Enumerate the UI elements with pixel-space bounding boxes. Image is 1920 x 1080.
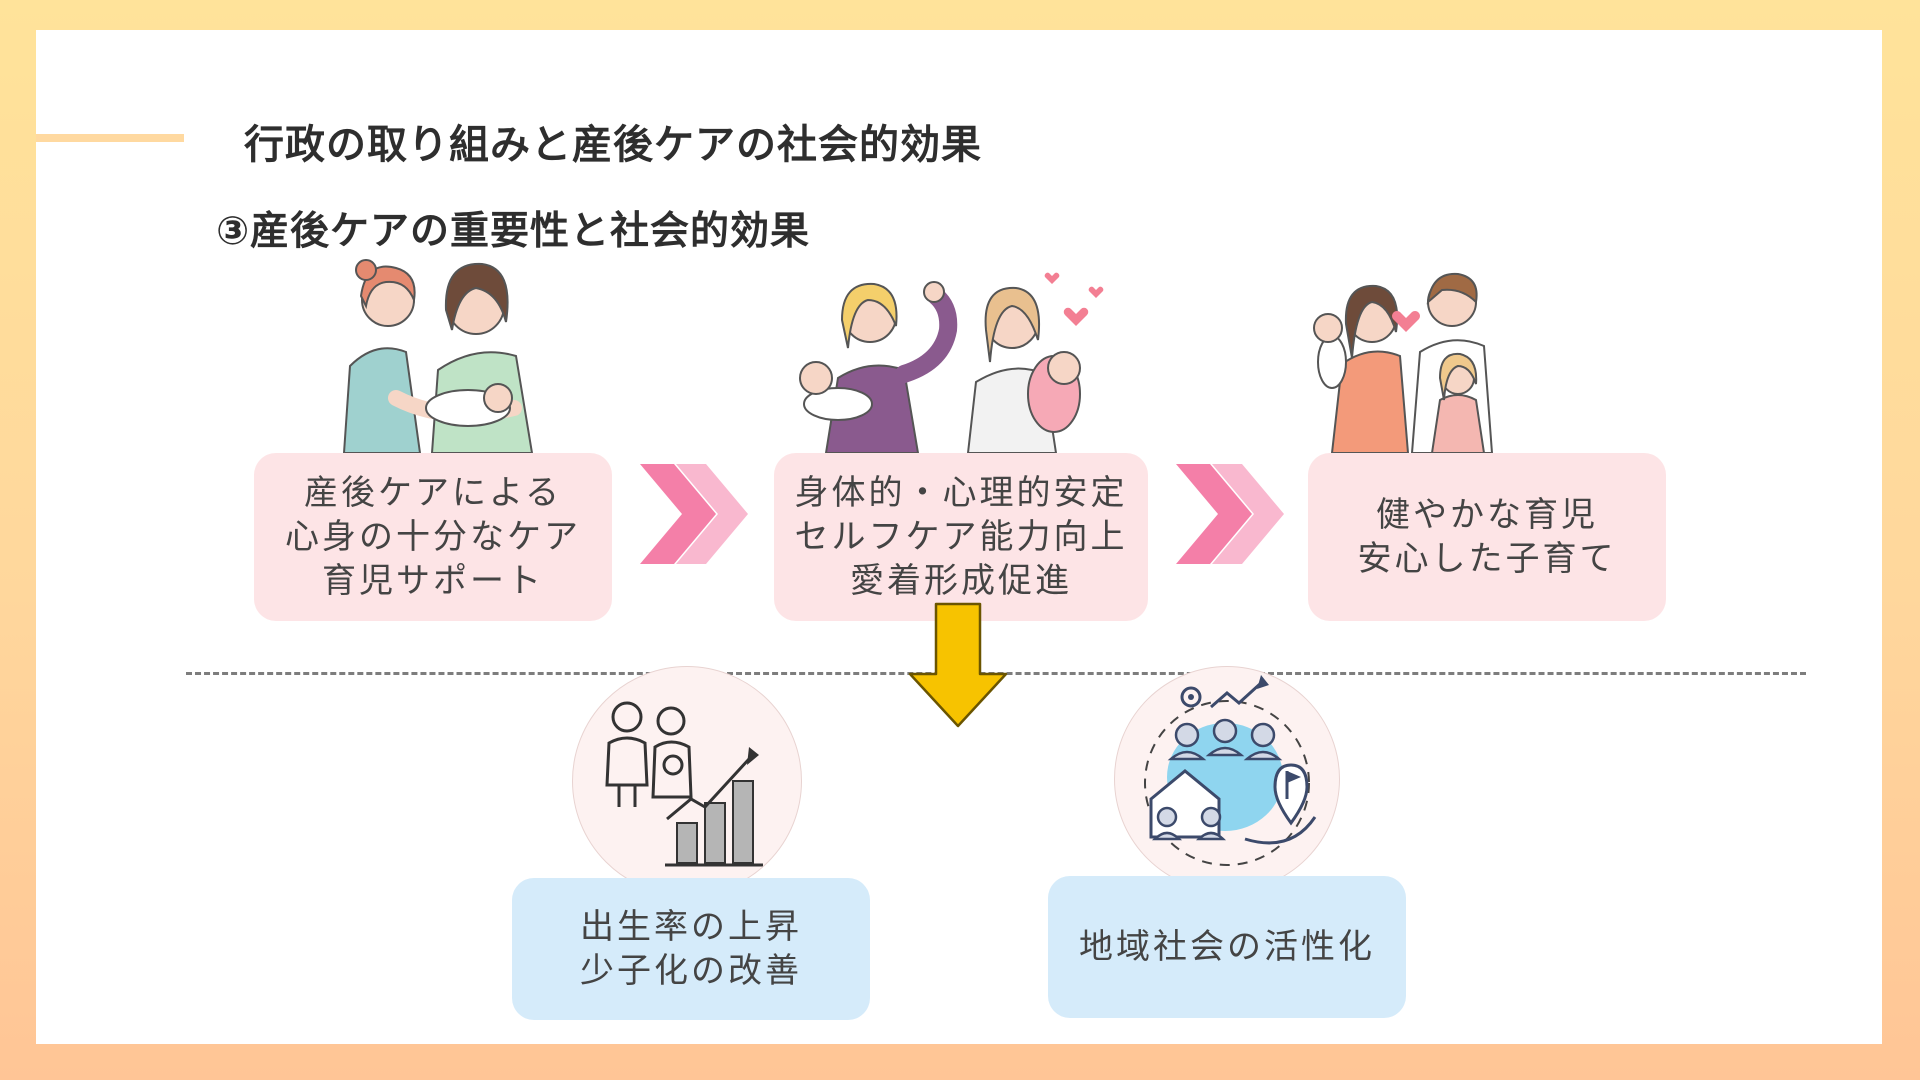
step-text: 産後ケアによる 心身の十分なケア 育児サポート [285,471,581,603]
step-box-stability: 身体的・心理的安定 セルフケア能力向上 愛着形成促進 [774,453,1148,621]
outcome-text: 出生率の上昇 少子化の改善 [580,905,802,993]
family-growth-chart-graphic [605,701,763,867]
step-line: 健やかな育児 [1376,495,1598,535]
double-chevron-arrow-icon [640,464,748,564]
outcome-box-birthrate: 出生率の上昇 少子化の改善 [512,878,870,1020]
family-growth-chart-icon [572,666,802,896]
step-line: 身体的・心理的安定 [794,473,1128,513]
step-line: 安心した子育て [1357,539,1617,579]
step-line: 産後ケアによる [304,473,562,513]
section-subtitle: ③産後ケアの重要性と社会的効果 [216,209,811,254]
slide: 行政の取り組みと産後ケアの社会的効果 ③産後ケアの重要性と社会的効果 [36,30,1882,1044]
outcome-box-community: 地域社会の活性化 [1048,876,1406,1018]
title-accent-line [36,134,184,142]
outcome-line: 地域社会の活性化 [1079,927,1375,967]
step-box-healthy-childcare: 健やかな育児 安心した子育て [1308,453,1666,621]
outcome-text: 地域社会の活性化 [1079,925,1375,969]
community-growth-icon [1114,666,1340,892]
mothers-caring-baby-illustration [342,259,534,453]
step-box-postpartum-care: 産後ケアによる 心身の十分なケア 育児サポート [254,453,612,621]
strong-mothers-with-babies-illustration [799,272,1104,453]
community-growth-graphic [1144,675,1317,866]
outcome-line: 少子化の改善 [580,951,802,991]
step-line: セルフケア能力向上 [794,517,1128,557]
happy-family-illustration [1313,272,1494,453]
step-line: 心身の十分なケア [285,517,581,557]
double-chevron-arrow-icon [1176,464,1284,564]
step-line: 育児サポート [322,561,544,601]
step-text: 身体的・心理的安定 セルフケア能力向上 愛着形成促進 [795,471,1128,603]
step-text: 健やかな育児 安心した子育て [1358,493,1617,581]
outcome-line: 出生率の上昇 [580,907,802,947]
step-line: 愛着形成促進 [850,561,1072,601]
down-arrow-icon [908,602,1008,728]
page-title: 行政の取り組みと産後ケアの社会的効果 [244,122,982,168]
